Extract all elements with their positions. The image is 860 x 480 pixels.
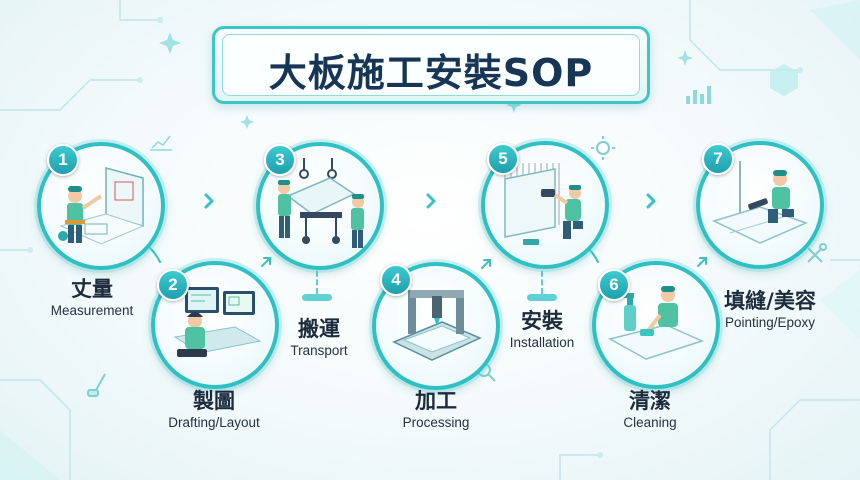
step-6-circle: 6 (592, 261, 720, 389)
step-4-circle: 4 (372, 262, 500, 390)
connector-pill (527, 294, 557, 301)
step-name-zh: 清潔 (629, 389, 671, 413)
step-5-label: 安裝 Installation (462, 308, 622, 352)
title-banner: 大板施工安裝SOP (212, 26, 650, 104)
step-name-en: Cleaning (623, 415, 677, 430)
step-3-circle: 3 (256, 142, 384, 270)
arrow-icon (646, 193, 656, 209)
step-name-zh: 安裝 (521, 309, 563, 333)
connector-line (541, 262, 545, 294)
arrow-icon (481, 259, 491, 269)
step-1-label: 丈量 Measurement (12, 276, 172, 320)
arrow-icon (204, 193, 214, 209)
step-number-badge: 6 (598, 269, 630, 301)
step-number-badge: 3 (264, 144, 296, 176)
step-2-circle: 2 (151, 261, 279, 389)
step-name-zh: 填縫/美容 (724, 289, 816, 313)
measuring-tape-icon (58, 167, 145, 245)
step-number-badge: 2 (157, 269, 189, 301)
step-number-badge: 7 (702, 143, 734, 175)
title-inner-frame (222, 34, 640, 96)
page-title: 大板施工安裝SOP (268, 51, 594, 95)
step-number-badge: 5 (487, 143, 519, 175)
step-1-circle: 1 (37, 142, 165, 270)
step-name-en: Transport (290, 343, 348, 358)
step-7-circle: 7 (696, 141, 824, 269)
step-name-en: Drafting/Layout (168, 415, 260, 430)
hexagon-deco (770, 64, 798, 96)
step-7-label: 填縫/美容 Pointing/Epoxy (690, 288, 850, 332)
step-name-zh: 製圖 (193, 389, 235, 413)
connector-pill (302, 294, 332, 301)
step-name-en: Pointing/Epoxy (724, 315, 816, 330)
step-3-label: 搬運 Transport (239, 316, 399, 360)
step-name-zh: 搬運 (298, 317, 340, 341)
step-name-en: Processing (402, 415, 470, 430)
gear-deco-icon (591, 136, 615, 160)
arrow-icon (426, 193, 436, 209)
step-number-badge: 4 (380, 264, 412, 296)
spray-bottle-icon (607, 286, 705, 360)
arrow-icon (261, 257, 271, 267)
caulk-gun-icon (711, 161, 809, 244)
bar-chart-deco-icon (686, 86, 711, 104)
step-name-zh: 丈量 (71, 277, 113, 301)
connector-line (316, 262, 320, 294)
wall-panel-icon (504, 163, 583, 245)
step-2-label: 製圖 Drafting/Layout (134, 388, 294, 432)
trend-chart-deco-icon (150, 135, 172, 151)
arrow-icon (149, 247, 161, 263)
computer-drafting-icon (173, 287, 262, 357)
arrow-icon (697, 257, 707, 267)
step-4-label: 加工 Processing (356, 388, 516, 432)
step-number-badge: 1 (47, 144, 79, 176)
cnc-machine-icon (392, 290, 482, 361)
wrench-deco-icon (807, 243, 827, 263)
step-5-circle: 5 (481, 141, 609, 269)
step-name-en: Measurement (50, 303, 134, 318)
panel-cart-icon (278, 158, 364, 248)
brush-deco-icon (87, 373, 106, 397)
step-6-label: 清潔 Cleaning (570, 388, 730, 432)
step-name-zh: 加工 (415, 389, 457, 413)
step-name-en: Installation (509, 335, 575, 350)
